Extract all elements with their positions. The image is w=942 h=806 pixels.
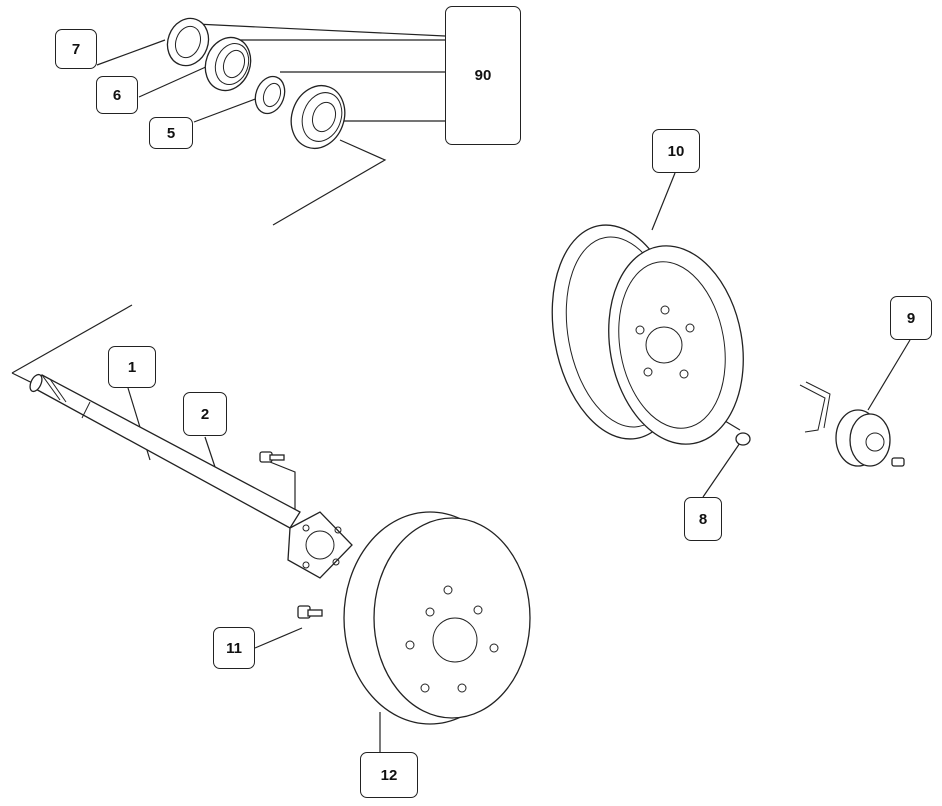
nut-part-8	[735, 432, 751, 446]
callout-2: 2	[183, 392, 227, 436]
callout-11: 11	[213, 627, 255, 669]
bracket	[799, 381, 831, 433]
bolt-small	[259, 451, 285, 463]
callout-6: 6	[96, 76, 138, 114]
callout-9: 9	[890, 296, 932, 340]
callout-10: 10	[652, 129, 700, 173]
callout-7: 7	[55, 29, 97, 69]
hub-part-9	[835, 409, 905, 467]
bearing-part-6	[204, 36, 252, 92]
callout-90: 90	[445, 6, 521, 145]
bearing-large	[290, 84, 346, 150]
brake-drum-part-12	[343, 511, 531, 725]
callout-1: 1	[108, 346, 156, 388]
callout-12: 12	[360, 752, 418, 798]
seal-part-7	[166, 17, 210, 67]
ring-part-5	[254, 75, 286, 115]
callout-5: 5	[149, 117, 193, 149]
stud-bolt-part-11	[297, 605, 323, 619]
flange-part-2	[287, 511, 353, 579]
axle-shaft-part-1	[29, 373, 301, 529]
callout-8: 8	[684, 497, 722, 541]
wheel-rim-part-10	[551, 224, 744, 445]
